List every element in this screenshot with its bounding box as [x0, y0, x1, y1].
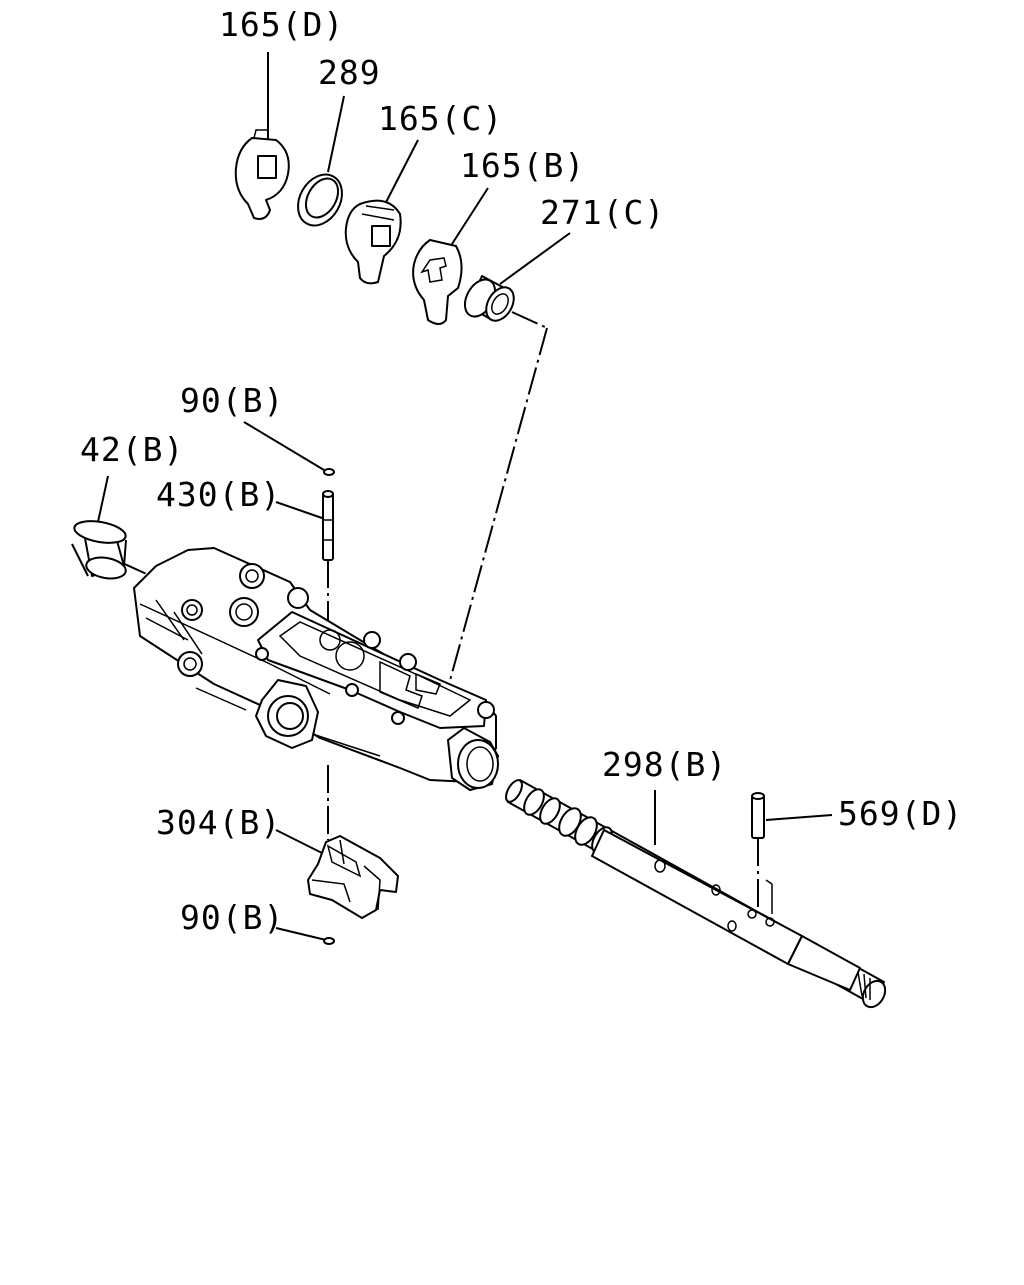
part-90b-bottom-ring: [323, 937, 335, 945]
part-298b-shaft: [505, 779, 887, 1009]
part-271c-bushing: [463, 275, 515, 322]
part-165d-plate: [234, 129, 290, 220]
label-165d: 165(D): [219, 5, 345, 44]
label-90b-top: 90(B): [180, 381, 285, 420]
label-430b: 430(B): [156, 475, 282, 514]
label-42b: 42(B): [80, 430, 185, 469]
leader-lines: [97, 52, 833, 941]
label-569d: 569(D): [838, 794, 964, 833]
part-42b-sleeve: [71, 520, 127, 580]
part-165b-plate: [412, 239, 463, 325]
label-90b-bottom: 90(B): [180, 898, 285, 937]
part-430b-pin: [322, 490, 334, 561]
label-304b: 304(B): [156, 803, 282, 842]
main-housing: [133, 547, 499, 791]
assembly-lines: [119, 311, 759, 918]
label-271c: 271(C): [540, 193, 666, 232]
label-165c: 165(C): [378, 99, 504, 138]
part-90b-top-ring: [323, 468, 335, 476]
part-304b-lever: [307, 835, 399, 919]
part-289-ring: [297, 173, 343, 227]
part-165c-cam: [344, 199, 402, 285]
label-298b: 298(B): [602, 745, 728, 784]
part-569d-pin: [751, 792, 765, 839]
label-289: 289: [318, 53, 381, 92]
label-165b: 165(B): [460, 146, 586, 185]
